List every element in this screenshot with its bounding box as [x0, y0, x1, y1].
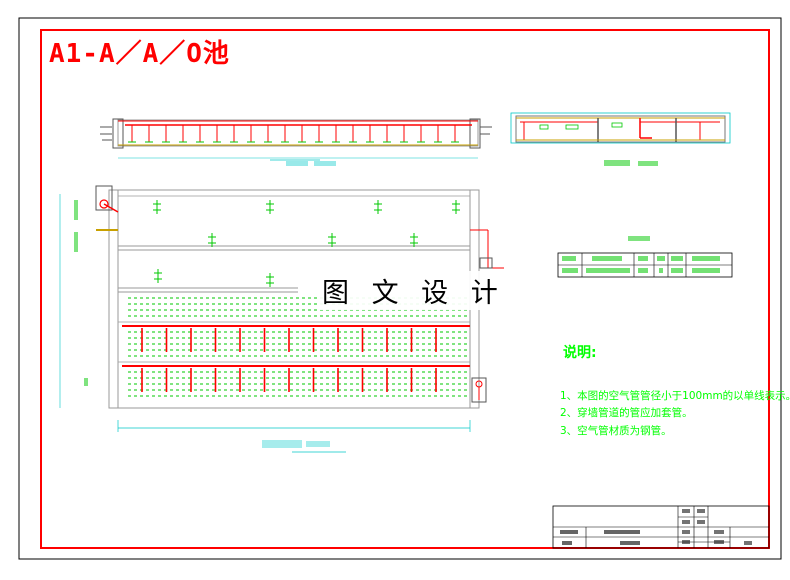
note-item-3: 3、空气管材质为钢管。 [560, 425, 672, 437]
section-1-1-diffuser-drops [128, 125, 459, 143]
notes-heading: 说明: [563, 345, 597, 361]
inner-frame [40, 29, 770, 549]
plan-view [59, 185, 504, 453]
air-riser-pipes [141, 328, 437, 392]
title-block [552, 505, 770, 549]
note-item-2: 2、穿墙管道的管应加套管。 [560, 407, 693, 419]
outer-frame [18, 17, 782, 560]
drawing-title: A1-A／A／O池 [49, 39, 230, 69]
diffuser-grid [128, 297, 467, 397]
material-table [557, 236, 733, 278]
section-1-1 [100, 118, 492, 166]
watermark-text: 图 文 设 计 [318, 271, 509, 310]
section-2-2 [510, 112, 731, 166]
note-item-1: 1、本图的空气管管径小于100mm的以单线表示。 [560, 390, 790, 402]
mixer-symbols [153, 200, 460, 287]
